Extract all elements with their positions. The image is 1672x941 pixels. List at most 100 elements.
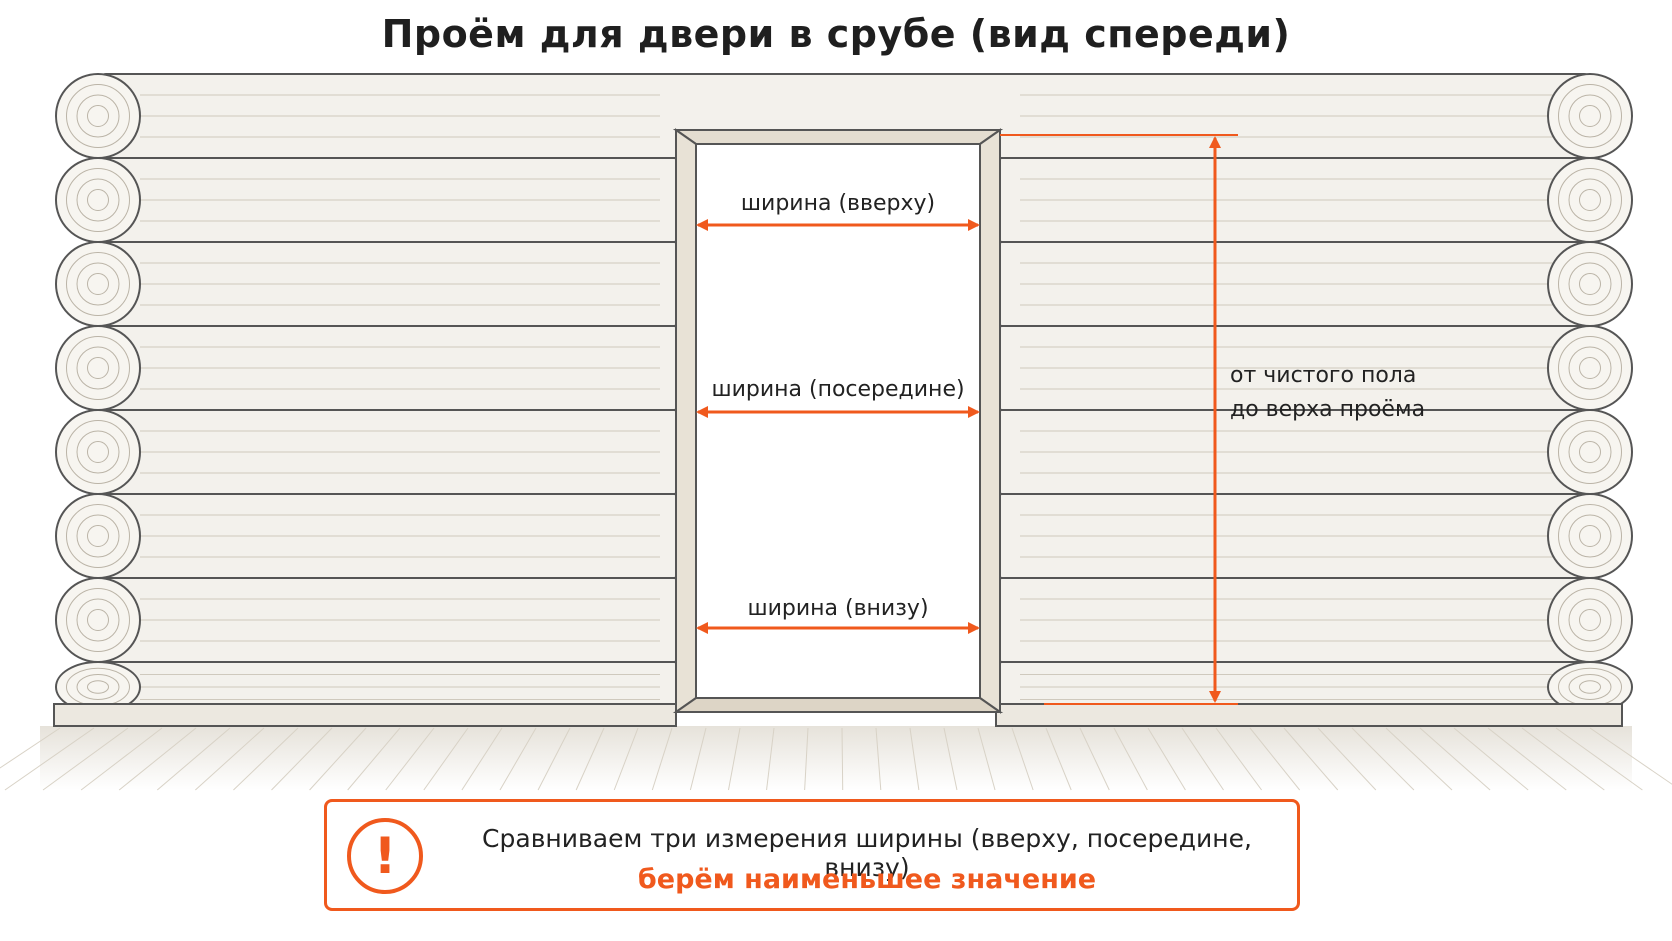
growth-ring <box>76 346 120 390</box>
growth-ring <box>1558 168 1622 232</box>
notice-text: Сравниваем три измерения ширины (вверху,… <box>482 824 1252 882</box>
floor-plank-line <box>195 727 265 791</box>
growth-ring <box>66 336 130 400</box>
floor-plank-line <box>1589 727 1672 785</box>
floor-plank-line <box>1521 727 1605 791</box>
log-end <box>1547 157 1633 243</box>
floor-plank-line <box>1385 727 1453 791</box>
growth-ring <box>1568 514 1612 558</box>
width-top-dimension: ширина (вверху) <box>696 191 980 231</box>
growth-ring <box>66 504 130 568</box>
width-top-label: ширина (вверху) <box>741 191 935 216</box>
floor-plank-line <box>1045 727 1072 791</box>
floor-plank-line <box>613 727 639 791</box>
log-end <box>1547 73 1633 159</box>
log-end <box>55 73 141 159</box>
growth-ring <box>66 588 130 652</box>
growth-ring <box>87 357 109 379</box>
floor-plank-line <box>42 727 129 791</box>
floor-plank-line <box>347 727 401 791</box>
growth-ring <box>1579 357 1601 379</box>
floor-plank-line <box>727 727 741 791</box>
width-middle-label: ширина (посередине) <box>711 377 964 402</box>
growth-ring <box>1558 336 1622 400</box>
floor-plank-line <box>1555 727 1643 791</box>
left-log-ends <box>55 73 141 713</box>
height-label-line2: до верха проёма <box>1230 397 1425 422</box>
growth-ring <box>1579 273 1601 295</box>
growth-ring <box>76 598 120 642</box>
growth-ring <box>76 430 120 474</box>
growth-ring <box>76 262 120 306</box>
log-end <box>1547 493 1633 579</box>
right-log-ends <box>1547 73 1633 713</box>
growth-ring <box>1579 609 1601 631</box>
door-frame-left <box>675 128 697 714</box>
growth-ring <box>1568 178 1612 222</box>
width-middle-dimension: ширина (посередине) <box>696 377 980 418</box>
growth-ring <box>1568 94 1612 138</box>
floor-plank-line <box>943 727 958 791</box>
floor-planks <box>0 727 1672 791</box>
growth-ring <box>76 94 120 138</box>
log-end <box>55 157 141 243</box>
growth-ring <box>76 514 120 558</box>
log-end <box>55 325 141 411</box>
floor-surface <box>40 726 1632 790</box>
growth-ring <box>87 680 109 694</box>
log-end <box>55 241 141 327</box>
growth-ring <box>76 178 120 222</box>
floor-plank-line <box>651 727 673 791</box>
floor-plank-line <box>875 727 882 791</box>
floor-plank-line <box>156 727 231 791</box>
log-end <box>1547 325 1633 411</box>
notice-highlight: берём наименьшее значение <box>637 864 1097 895</box>
growth-ring <box>1568 674 1612 700</box>
height-label-line1: от чистого пола <box>1230 363 1416 388</box>
log-wall-illustration: ширина (вверху) ширина (посередине) шири… <box>0 73 1672 791</box>
growth-ring <box>87 441 109 463</box>
door-threshold <box>672 697 1004 713</box>
baseboard-left <box>53 703 677 727</box>
growth-ring <box>66 252 130 316</box>
growth-ring <box>1558 588 1622 652</box>
width-bottom-dimension: ширина (внизу) <box>696 596 980 634</box>
growth-ring <box>1579 680 1601 694</box>
floor-plank-line <box>118 727 197 791</box>
growth-ring <box>1579 441 1601 463</box>
floor-plank-line <box>909 727 920 791</box>
floor-plank-line <box>309 727 367 791</box>
growth-ring <box>1579 525 1601 547</box>
growth-ring <box>1558 252 1622 316</box>
floor-plank-line <box>80 727 163 791</box>
floor-plank-line <box>1113 727 1148 791</box>
floor-plank-line <box>1249 727 1301 791</box>
floor-plank-line <box>271 727 333 791</box>
growth-ring <box>87 609 109 631</box>
growth-ring <box>87 105 109 127</box>
floor-plank-line <box>575 727 605 791</box>
floor-plank-line <box>499 727 537 791</box>
floor-plank-line <box>1283 727 1339 791</box>
floor-plank-line <box>423 727 469 791</box>
floor-plank-line <box>1079 727 1110 791</box>
floor <box>0 726 1672 791</box>
log-end <box>1547 577 1633 663</box>
growth-ring <box>76 674 120 700</box>
growth-ring <box>1568 346 1612 390</box>
height-dimension: от чистого пола до верха проёма <box>1000 134 1425 705</box>
floor-plank-line <box>689 727 707 791</box>
growth-ring <box>1568 262 1612 306</box>
diagram-title: Проём для двери в срубе (вид спереди) <box>381 12 1291 56</box>
floor-plank-line <box>804 727 809 791</box>
floor-plank-line <box>1181 727 1224 791</box>
growth-ring <box>1558 420 1622 484</box>
floor-plank-line <box>1351 727 1415 791</box>
exclamation-icon: ! <box>347 818 423 894</box>
growth-ring <box>1568 598 1612 642</box>
floor-plank-line <box>1147 727 1186 791</box>
notice-box: ! Сравниваем три измерения ширины (вверх… <box>324 799 1300 911</box>
floor-plank-line <box>4 727 95 791</box>
growth-ring <box>1558 84 1622 148</box>
